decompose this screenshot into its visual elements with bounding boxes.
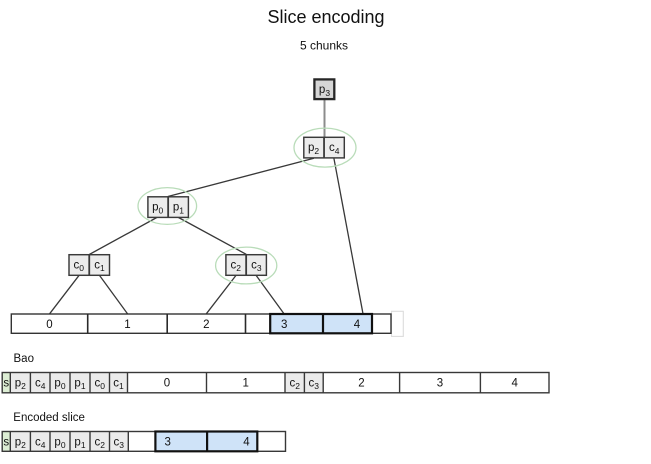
svg-text:c0: c0 (74, 259, 85, 273)
svg-text:1: 1 (242, 377, 248, 389)
svg-text:5 chunks: 5 chunks (300, 39, 348, 53)
svg-text:Encoded slice: Encoded slice (13, 412, 85, 424)
svg-text:p0: p0 (152, 202, 163, 216)
svg-text:0: 0 (46, 319, 52, 331)
svg-text:c1: c1 (94, 259, 105, 273)
svg-text:c3: c3 (309, 377, 320, 391)
svg-text:c4: c4 (329, 142, 340, 156)
svg-text:s: s (3, 377, 9, 389)
svg-text:p1: p1 (173, 202, 184, 216)
svg-text:p1: p1 (74, 377, 85, 391)
svg-text:p2: p2 (15, 436, 26, 450)
svg-text:3: 3 (164, 436, 170, 448)
svg-text:3: 3 (281, 319, 287, 331)
svg-text:2: 2 (203, 319, 209, 331)
svg-text:c3: c3 (251, 259, 262, 273)
svg-text:0: 0 (164, 377, 170, 389)
svg-text:4: 4 (243, 436, 250, 448)
svg-text:c1: c1 (113, 377, 124, 391)
svg-text:p2: p2 (15, 377, 26, 391)
svg-text:3: 3 (437, 377, 443, 389)
svg-text:s: s (3, 436, 9, 448)
svg-text:p0: p0 (54, 377, 65, 391)
svg-text:p1: p1 (74, 436, 85, 450)
svg-text:c0: c0 (94, 377, 105, 391)
svg-text:c2: c2 (230, 259, 241, 273)
svg-text:Slice encoding: Slice encoding (267, 7, 384, 27)
svg-text:p3: p3 (319, 84, 330, 98)
svg-text:1: 1 (124, 319, 130, 331)
svg-text:p2: p2 (308, 142, 319, 156)
svg-text:Bao: Bao (14, 353, 34, 365)
svg-text:c3: c3 (114, 436, 125, 450)
svg-text:c2: c2 (289, 377, 300, 391)
svg-text:p0: p0 (54, 436, 65, 450)
svg-text:4: 4 (354, 319, 361, 331)
svg-text:c2: c2 (94, 436, 105, 450)
svg-text:4: 4 (511, 377, 518, 389)
svg-text:2: 2 (358, 377, 364, 389)
svg-text:c4: c4 (35, 377, 46, 391)
svg-text:c4: c4 (35, 436, 46, 450)
